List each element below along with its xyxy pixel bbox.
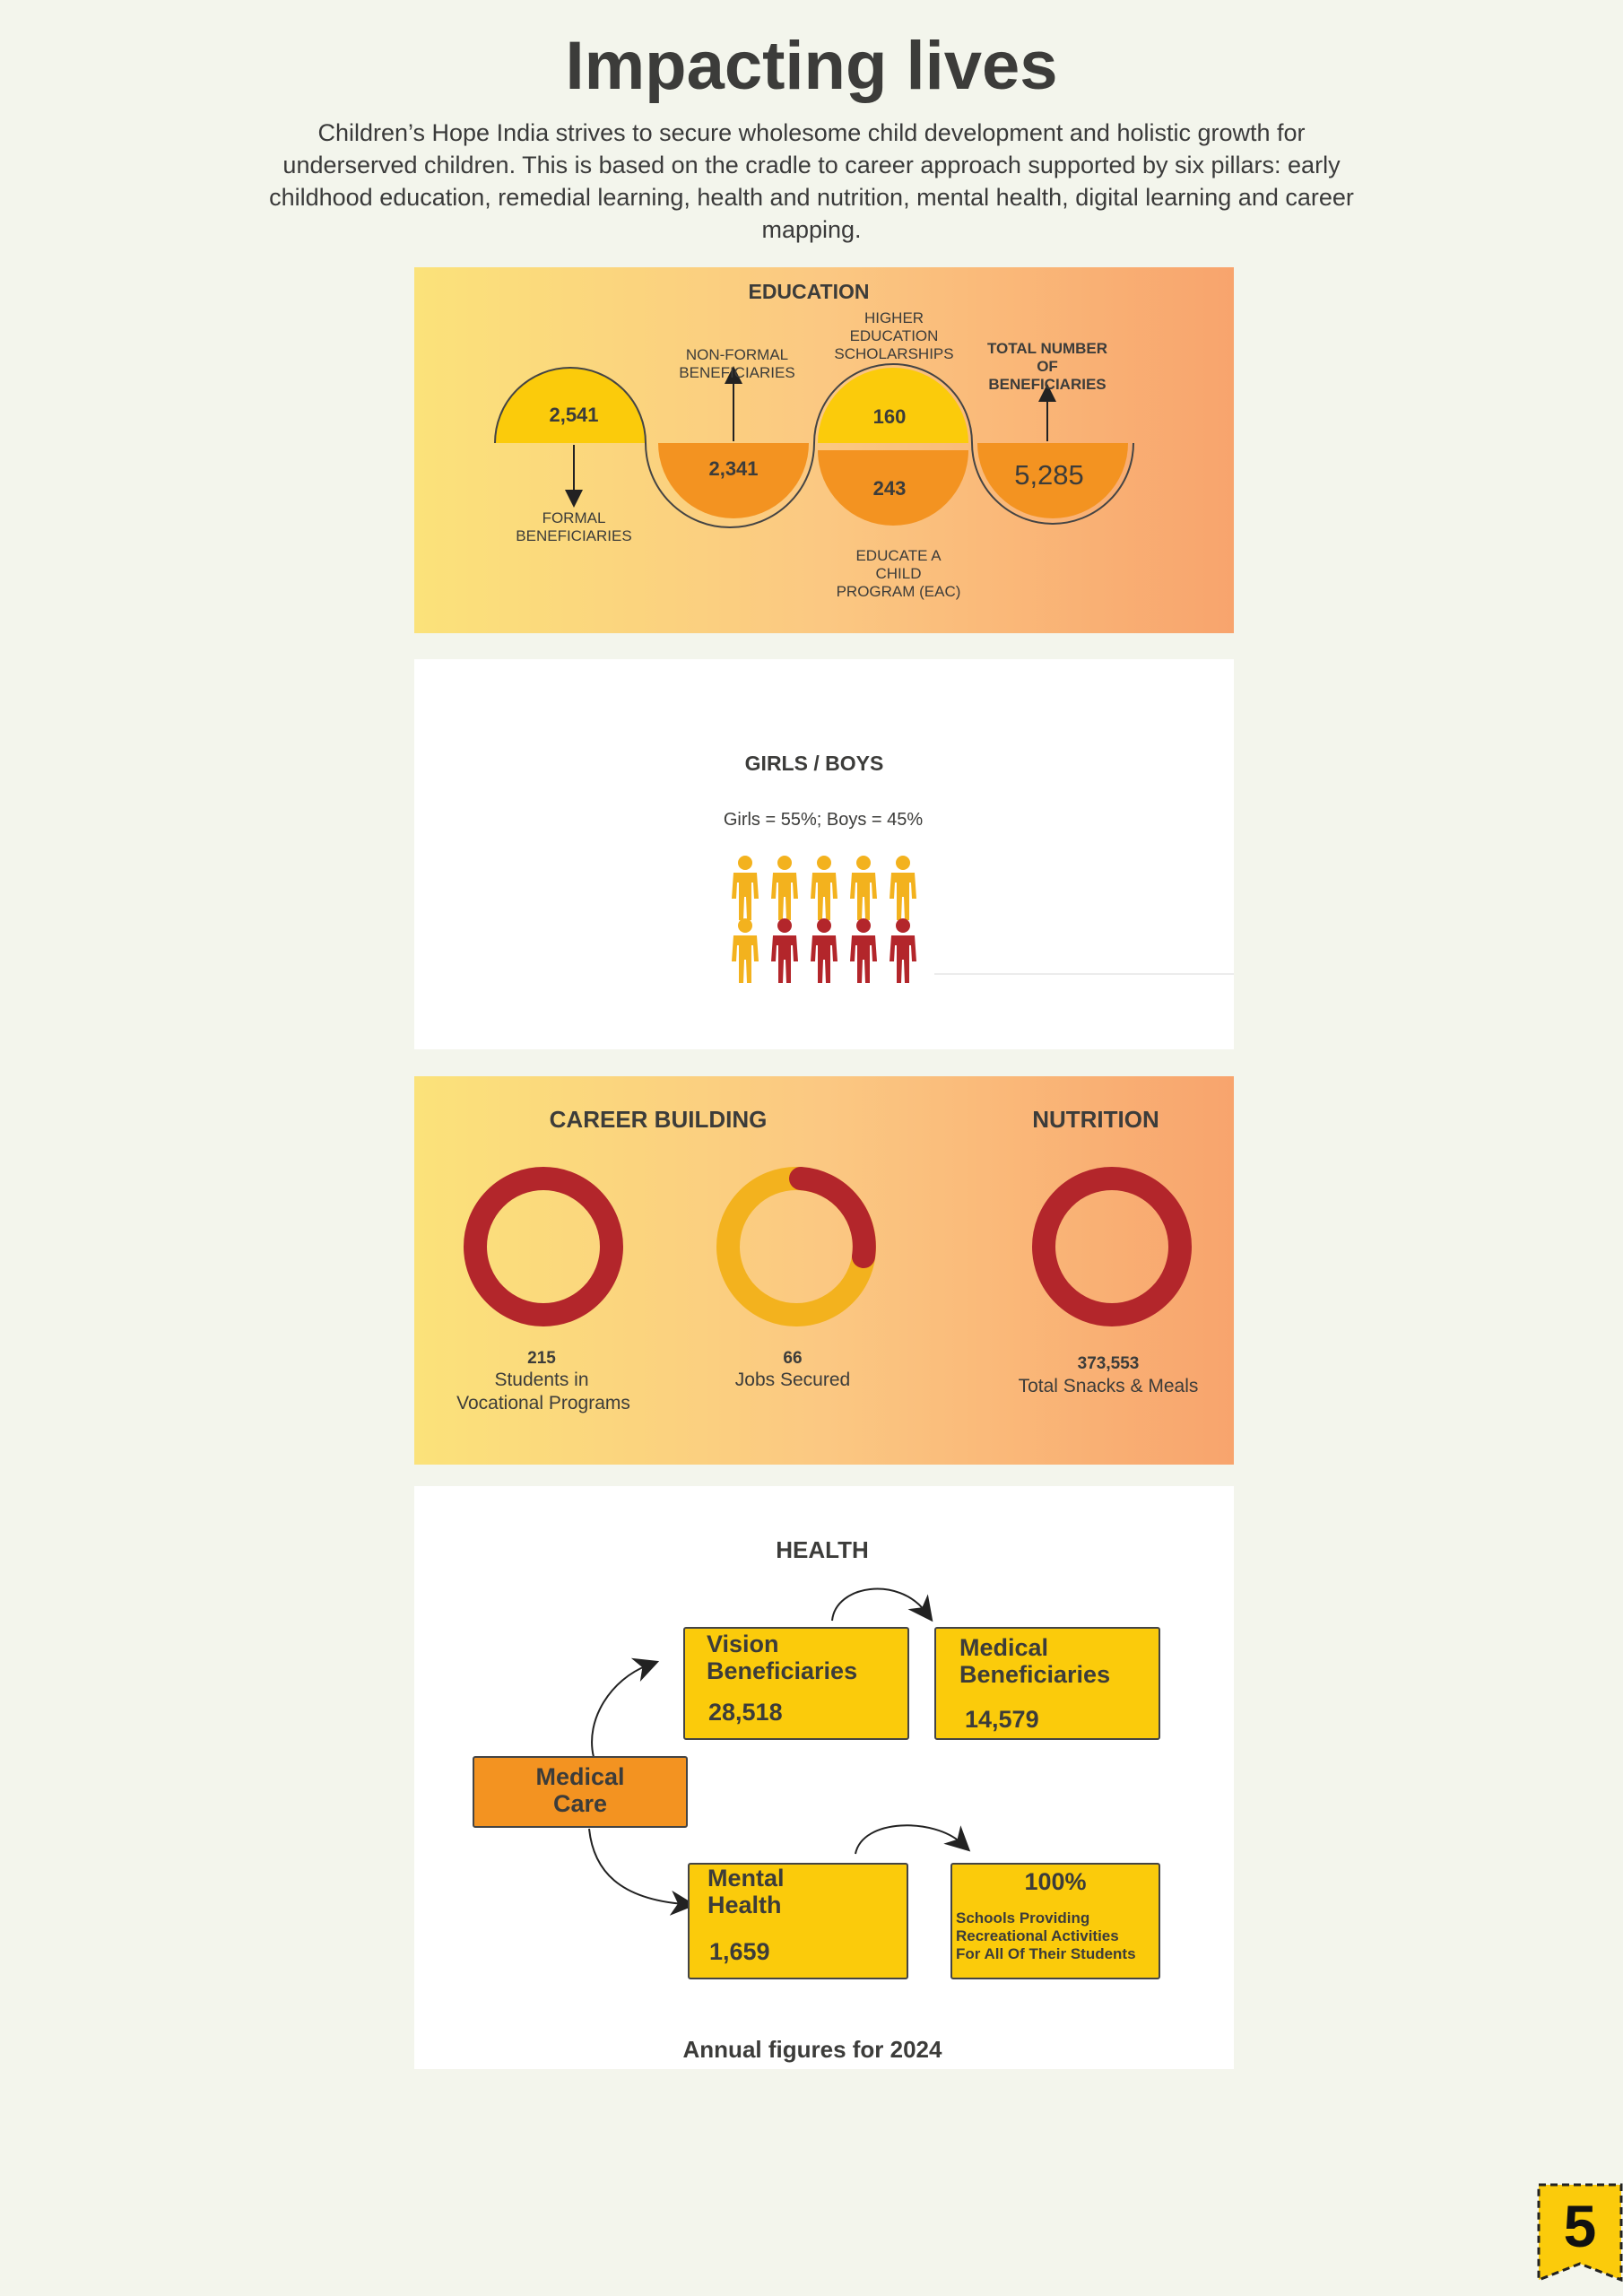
schools-label-2: Recreational Activities — [956, 1927, 1119, 1944]
nutrition-heading: NUTRITION — [1032, 1106, 1159, 1133]
nonformal-semicircle — [658, 443, 809, 518]
gender-panel: GIRLS / BOYS Girls = 55%; Boys = 45% — [414, 659, 1234, 1049]
intro-paragraph: Children’s Hope India strives to secure … — [269, 119, 1354, 243]
page-number-badge: 5 — [1537, 2183, 1623, 2283]
page-number: 5 — [1563, 2193, 1597, 2259]
girl-person-icon — [811, 856, 838, 920]
schools-value: 100% — [1024, 1868, 1087, 1895]
schools-box: 100% Schools Providing Recreational Acti… — [950, 1863, 1160, 1979]
people-icons — [732, 856, 916, 983]
eac-label-3: PROGRAM (EAC) — [837, 583, 961, 600]
gender-subtitle: Girls = 55%; Boys = 45% — [724, 810, 924, 830]
boy-person-icon — [771, 918, 798, 983]
mental-label-1: Mental — [707, 1865, 785, 1892]
mental-health-box: Mental Health 1,659 — [688, 1863, 908, 1979]
health-heading: HEALTH — [776, 1536, 869, 1563]
eac-label-2: CHILD — [875, 565, 921, 582]
nonformal-value: 2,341 — [708, 457, 758, 480]
formal-label-2: BENEFICIARIES — [516, 527, 631, 544]
jobs-ring-segment — [789, 1167, 876, 1268]
girl-person-icon — [732, 856, 759, 920]
formal-label-1: FORMAL — [542, 509, 606, 526]
nonformal-label-1: NON-FORMAL — [686, 346, 788, 363]
total-label-3: BENEFICIARIES — [988, 376, 1106, 393]
jobs-value: 66 — [783, 1349, 802, 1368]
schools-label-1: Schools Providing — [956, 1909, 1090, 1926]
career-heading: CAREER BUILDING — [550, 1106, 768, 1133]
higher-label-1: HIGHER — [864, 309, 924, 326]
vocational-value: 215 — [527, 1349, 556, 1368]
medical-care-label-1: Medical — [535, 1763, 625, 1790]
health-footer: Annual figures for 2024 — [683, 2036, 942, 2063]
boy-person-icon — [811, 918, 838, 983]
nutrition-ring — [1032, 1167, 1192, 1326]
education-heading: EDUCATION — [748, 280, 869, 303]
vocational-label-2: Vocational Programs — [456, 1393, 630, 1413]
vocational-label-1: Students in — [494, 1370, 588, 1390]
medical-label-1: Medical — [959, 1634, 1049, 1661]
girl-person-icon — [890, 856, 916, 920]
total-label-1: TOTAL NUMBER — [987, 340, 1107, 357]
health-arrows: HEALTH Annual figures for 2024 — [588, 1536, 971, 2063]
vision-box: Vision Beneficiaries 28,518 — [683, 1627, 909, 1740]
boy-person-icon — [850, 918, 877, 983]
medical-value: 14,579 — [965, 1706, 1039, 1733]
schools-label-3: For All Of Their Students — [956, 1945, 1136, 1962]
eac-value: 243 — [873, 477, 907, 500]
gender-heading: GIRLS / BOYS — [745, 752, 884, 775]
formal-semicircle — [495, 368, 646, 443]
girl-person-icon — [771, 856, 798, 920]
medical-label-2: Beneficiaries — [959, 1661, 1111, 1688]
eac-label-1: EDUCATE A — [855, 547, 942, 564]
education-diagram: EDUCATION 2,541 FORMAL BENEFICIARIES 2,3… — [494, 280, 1134, 600]
higher-label-3: SCHOLARSHIPS — [834, 345, 953, 362]
vocational-ring — [464, 1167, 623, 1326]
total-label-2: OF — [1037, 358, 1058, 375]
medical-box: Medical Beneficiaries 14,579 — [934, 1627, 1160, 1740]
higher-education-value: 160 — [873, 405, 907, 428]
nonformal-label-2: BENEFICIARIES — [679, 364, 794, 381]
education-panel: EDUCATION 2,541 FORMAL BENEFICIARIES 2,3… — [414, 267, 1234, 633]
girl-person-icon — [850, 856, 877, 920]
formal-value: 2,541 — [549, 404, 598, 426]
page-title: Impacting lives — [565, 28, 1058, 104]
jobs-label: Jobs Secured — [735, 1370, 850, 1390]
vision-label-1: Vision — [707, 1631, 779, 1657]
girl-person-icon — [732, 918, 759, 983]
gender-diagram: GIRLS / BOYS Girls = 55%; Boys = 45% — [724, 752, 1234, 983]
total-value: 5,285 — [1014, 459, 1084, 491]
health-panel: HEALTH Annual figures for 2024 Medical C… — [414, 1486, 1234, 2069]
meals-label: Total Snacks & Meals — [1019, 1376, 1199, 1396]
medical-care-box: Medical Care — [473, 1756, 688, 1828]
mental-label-2: Health — [707, 1892, 782, 1918]
meals-value: 373,553 — [1078, 1354, 1140, 1373]
medical-care-label-2: Care — [552, 1790, 608, 1817]
mental-value: 1,659 — [709, 1938, 770, 1965]
eac-semicircle — [818, 450, 968, 526]
career-nutrition-diagram: CAREER BUILDING NUTRITION 215 Students i… — [456, 1106, 1199, 1413]
boy-person-icon — [890, 918, 916, 983]
higher-education-semicircle — [818, 368, 968, 443]
total-semicircle — [977, 443, 1128, 518]
vision-value: 28,518 — [708, 1699, 783, 1726]
higher-label-2: EDUCATION — [850, 327, 939, 344]
career-nutrition-panel: CAREER BUILDING NUTRITION 215 Students i… — [414, 1076, 1234, 1465]
vision-label-2: Beneficiaries — [707, 1657, 858, 1684]
